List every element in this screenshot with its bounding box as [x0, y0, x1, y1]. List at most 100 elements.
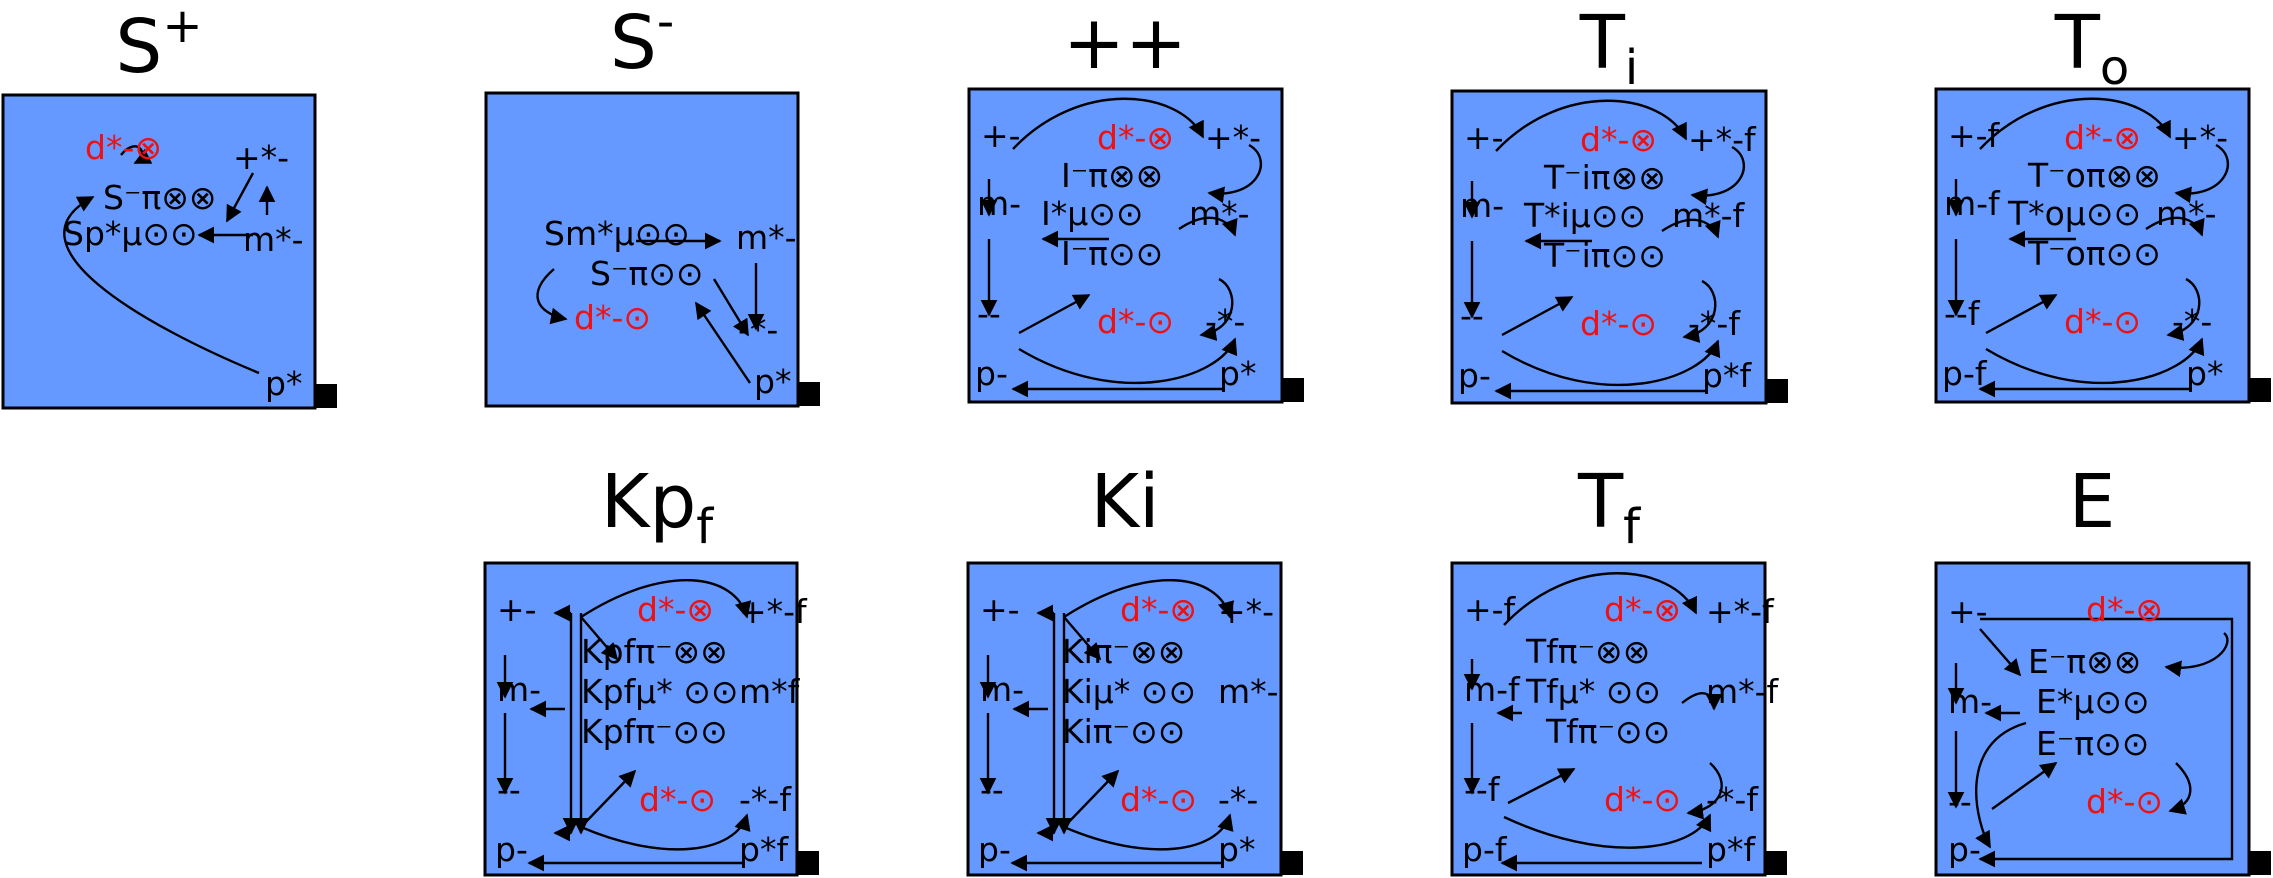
node-label: d*-⊙: [2064, 302, 2141, 341]
labels: d*-⊗+*-S⁻π⊗⊗Sp*μ⊙⊙m*-p*: [63, 128, 304, 403]
node-label: --: [497, 770, 521, 809]
arrows: [980, 97, 1263, 398]
corner-marker: [2249, 378, 2271, 402]
node-label: +-: [981, 116, 1021, 155]
arrow: [580, 813, 751, 851]
node-label: Kiπ⁻⊙⊙: [1062, 712, 1185, 751]
panel-title-main: T: [1579, 0, 1626, 86]
corner-marker: [798, 382, 820, 406]
panel-s-plus: S+d*-⊗+*-S⁻π⊗⊗Sp*μ⊙⊙m*-p*: [1, 0, 337, 410]
node-label: m*f: [739, 672, 801, 711]
panel-title: E: [2069, 459, 2116, 545]
panel-title-sub: o: [2100, 40, 2129, 96]
arrow: [1978, 617, 2234, 868]
node-label: --: [1460, 296, 1484, 335]
node-label: --: [977, 294, 1001, 333]
node-label: I⁻π⊗⊗: [1061, 156, 1163, 195]
node-label: m*-: [243, 220, 304, 259]
node-label: +*-: [1218, 592, 1274, 631]
arrow: [2164, 632, 2229, 678]
node-label: S⁻π⊗⊗: [103, 178, 217, 217]
node-label: +-: [497, 590, 537, 629]
labels: +-d*-⊗+*-Kiπ⁻⊗⊗m-Kiμ* ⊙⊙m*-Kiπ⁻⊙⊙--d*-⊙-…: [978, 590, 1279, 869]
arrow: [712, 278, 750, 337]
corner-marker: [797, 851, 819, 875]
labels: +-d*-⊗+*-fT⁻iπ⊗⊗m-T*iμ⊙⊙m*-fT⁻iπ⊙⊙--d*-⊙…: [1458, 118, 1757, 395]
arrows: [536, 232, 765, 384]
corner-marker: [1281, 851, 1303, 875]
node-label: I⁻π⊙⊙: [1061, 234, 1163, 273]
node-label: Kpfπ⁻⊗⊗: [581, 632, 728, 671]
panel-title-sup: +: [162, 0, 202, 54]
node-label: d*-⊗: [1580, 120, 1657, 159]
arrows: [496, 578, 752, 872]
node-label: d*-⊙: [1580, 304, 1657, 343]
node-label: +*-: [233, 138, 289, 177]
node-label: +-f: [1948, 116, 2001, 155]
panel-title-sub: f: [696, 499, 714, 555]
node-label: p-: [978, 830, 1011, 869]
arrow: [1501, 339, 1721, 387]
arrow: [2174, 143, 2230, 204]
panel-title-main: E: [2069, 459, 2116, 545]
node-label: T*iμ⊙⊙: [1523, 196, 1646, 235]
node-label: Kiμ* ⊙⊙: [1062, 672, 1196, 711]
node-label: d*-⊗: [1604, 590, 1681, 629]
node-label: m*-f: [1672, 196, 1746, 235]
node-label: +-: [1948, 592, 1988, 631]
corner-marker: [1765, 851, 1787, 875]
panel-title-sub: f: [1623, 499, 1641, 555]
panel-e: E+-d*-⊗E⁻π⊗⊗m-E*μ⊙⊙E⁻π⊙⊙--d*-⊙p-: [1934, 459, 2271, 877]
panel-title-main: Kp: [601, 459, 697, 545]
node-label: p*: [1219, 354, 1256, 393]
node-label: d*-⊙: [1097, 302, 1174, 341]
node-label: d*-⊗: [1097, 118, 1174, 157]
arrow: [536, 268, 568, 325]
arrows: [1947, 617, 2234, 868]
node-label: p*: [1218, 830, 1255, 869]
node-label: p*f: [1706, 830, 1756, 869]
node-label: m-: [980, 670, 1024, 709]
arrow: [1985, 293, 2058, 335]
node-label: m*-: [736, 218, 797, 257]
arrow: [1207, 143, 1263, 204]
arrow: [1690, 145, 1746, 206]
arrows: [1463, 572, 1723, 872]
arrow: [225, 172, 255, 223]
node-label: E*μ⊙⊙: [2036, 682, 2150, 721]
labels: +-d*-⊗+*-I⁻π⊗⊗m-I*μ⊙⊙m*-I⁻π⊙⊙--d*-⊙-*-p-…: [975, 116, 1261, 393]
node-label: d*-⊗: [637, 590, 714, 629]
node-label: +*-: [2172, 118, 2228, 157]
arrow: [1063, 769, 1120, 828]
panel-title-main: T: [2054, 0, 2101, 86]
node-label: T⁻oπ⊙⊙: [2027, 234, 2161, 273]
panel-title: ++: [1063, 0, 1187, 86]
arrow: [1975, 721, 2027, 849]
node-label: Kiπ⁻⊗⊗: [1062, 632, 1185, 671]
arrow: [120, 145, 153, 165]
arrow: [1063, 578, 1235, 619]
node-label: d*-⊙: [2086, 782, 2163, 821]
panel-box: [1, 93, 317, 410]
corner-marker: [315, 384, 337, 408]
panel-title-main: S: [610, 0, 657, 86]
node-label: I*μ⊙⊙: [1041, 194, 1144, 233]
arrow: [1012, 97, 1205, 150]
node-label: E⁻π⊗⊗: [2028, 642, 2141, 681]
node-label: d*-⊗: [2064, 118, 2141, 157]
arrow: [1018, 337, 1238, 385]
node-label: d*-⊗: [1120, 590, 1197, 629]
arrow: [1178, 216, 1238, 237]
node-label: p-: [975, 354, 1008, 393]
node-label: p-: [1458, 356, 1491, 395]
labels: Sm*μ⊙⊙m*-S⁻π⊙⊙d*-⊙-*-p*: [544, 214, 797, 401]
node-label: S⁻π⊙⊙: [590, 254, 704, 293]
panel-title-main: T: [1577, 459, 1624, 545]
node-label: m*-: [1218, 672, 1279, 711]
node-label: +*-f: [1688, 120, 1757, 159]
